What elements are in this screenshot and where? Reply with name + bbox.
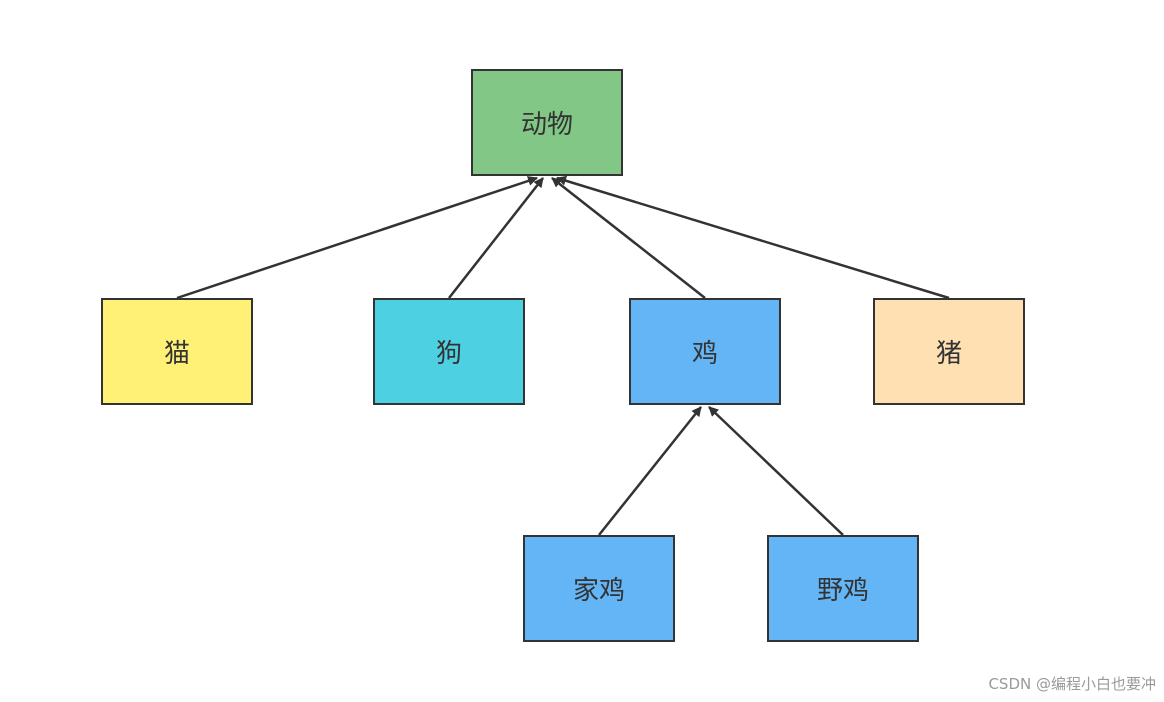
watermark: CSDN @编程小白也要冲: [988, 675, 1156, 693]
edge-cat-to-animal: [176, 176, 538, 300]
node-cat: 猫: [101, 298, 253, 405]
edge-dog-to-animal: [448, 177, 544, 299]
node-wild-chicken: 野鸡: [767, 535, 919, 642]
node-pig: 猪: [873, 298, 1025, 405]
node-animal: 动物: [471, 69, 623, 176]
edge-pig-to-animal: [556, 175, 950, 300]
node-domestic-chicken: 家鸡: [523, 535, 675, 642]
edge-chicken-to-animal: [551, 177, 706, 299]
node-dog: 狗: [373, 298, 525, 405]
node-chicken: 鸡: [629, 298, 781, 405]
edge-domestic-to-chicken: [598, 406, 702, 536]
edge-wild-to-chicken: [708, 406, 844, 536]
